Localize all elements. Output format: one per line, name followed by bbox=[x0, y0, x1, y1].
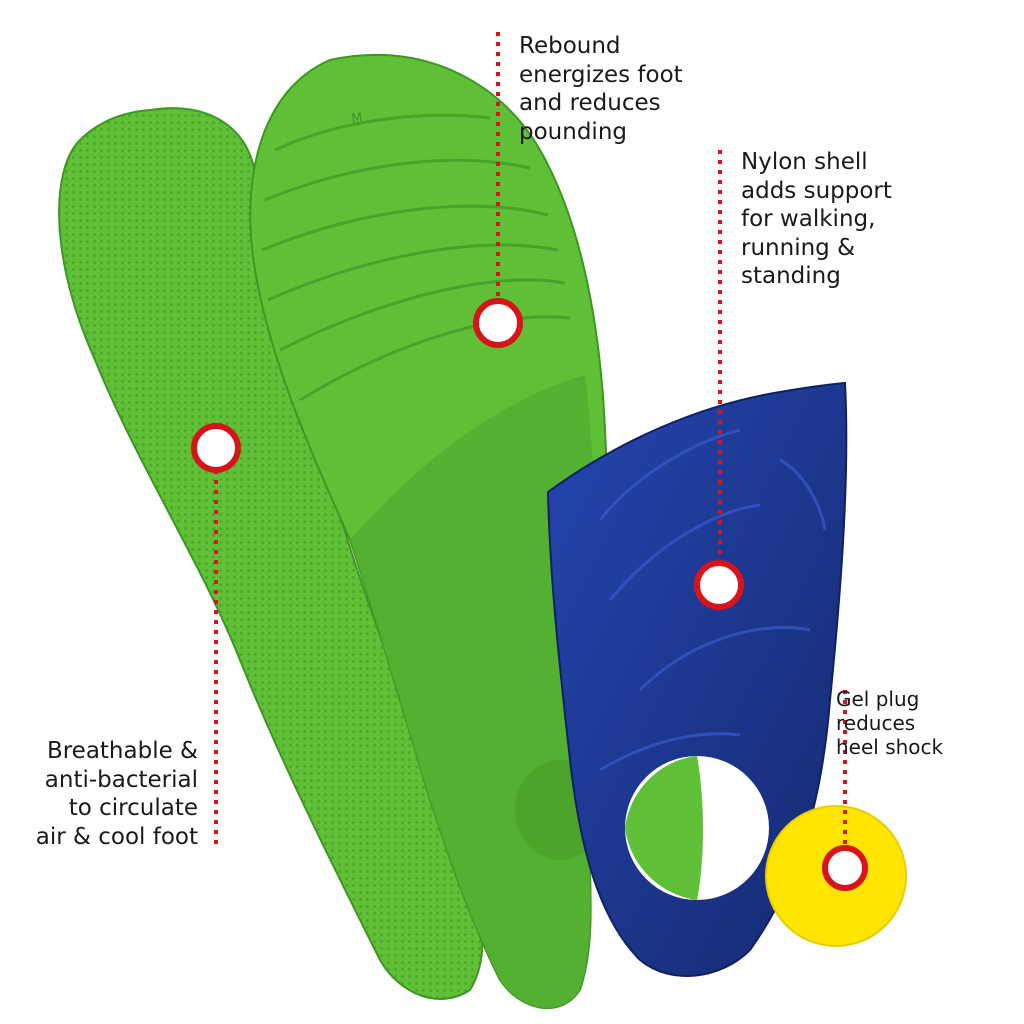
callout-nylon-line: Nylon shell bbox=[741, 149, 868, 175]
callout-rebound-line: and reduces bbox=[519, 90, 661, 116]
callout-nylon-line: for walking, bbox=[741, 206, 876, 232]
callout-rebound-line: pounding bbox=[519, 118, 627, 145]
callout-gel-line: reduces bbox=[836, 711, 916, 735]
callout-breathable-line: Breathable & bbox=[46, 738, 198, 764]
callout-lines bbox=[214, 32, 847, 845]
callout-breathable-line: anti-bacterial bbox=[44, 766, 198, 793]
callout-breathable: Breathable & anti-bacterial to circulate… bbox=[24, 737, 198, 851]
callout-gel-plug: Gel plug reduces heel shock bbox=[836, 687, 943, 759]
marker-gel bbox=[822, 845, 868, 891]
callout-markers bbox=[191, 298, 868, 891]
nylon-shell-contours bbox=[598, 428, 827, 772]
callout-breathable-line: air & cool foot bbox=[35, 823, 198, 850]
callout-gel-line: heel shock bbox=[836, 735, 944, 759]
callout-nylon-line: running & bbox=[741, 234, 856, 261]
callout-rebound: Rebound energizes foot and reduces pound… bbox=[519, 32, 683, 146]
callout-nylon-shell: Nylon shell adds support for walking, ru… bbox=[741, 148, 892, 291]
callout-nylon-line: standing bbox=[741, 263, 841, 289]
marker-rebound bbox=[473, 298, 523, 348]
callout-nylon-line: adds support bbox=[741, 177, 892, 204]
marker-nylon bbox=[694, 560, 744, 610]
heel-hole-green-insole bbox=[625, 756, 703, 900]
rebound-ridges bbox=[261, 113, 571, 402]
callout-rebound-line: Rebound bbox=[519, 33, 621, 59]
callout-breathable-line: to circulate bbox=[68, 795, 198, 821]
callout-rebound-line: energizes foot bbox=[519, 61, 683, 88]
marker-breathable bbox=[191, 423, 241, 473]
callout-gel-line: Gel plug bbox=[836, 687, 920, 711]
